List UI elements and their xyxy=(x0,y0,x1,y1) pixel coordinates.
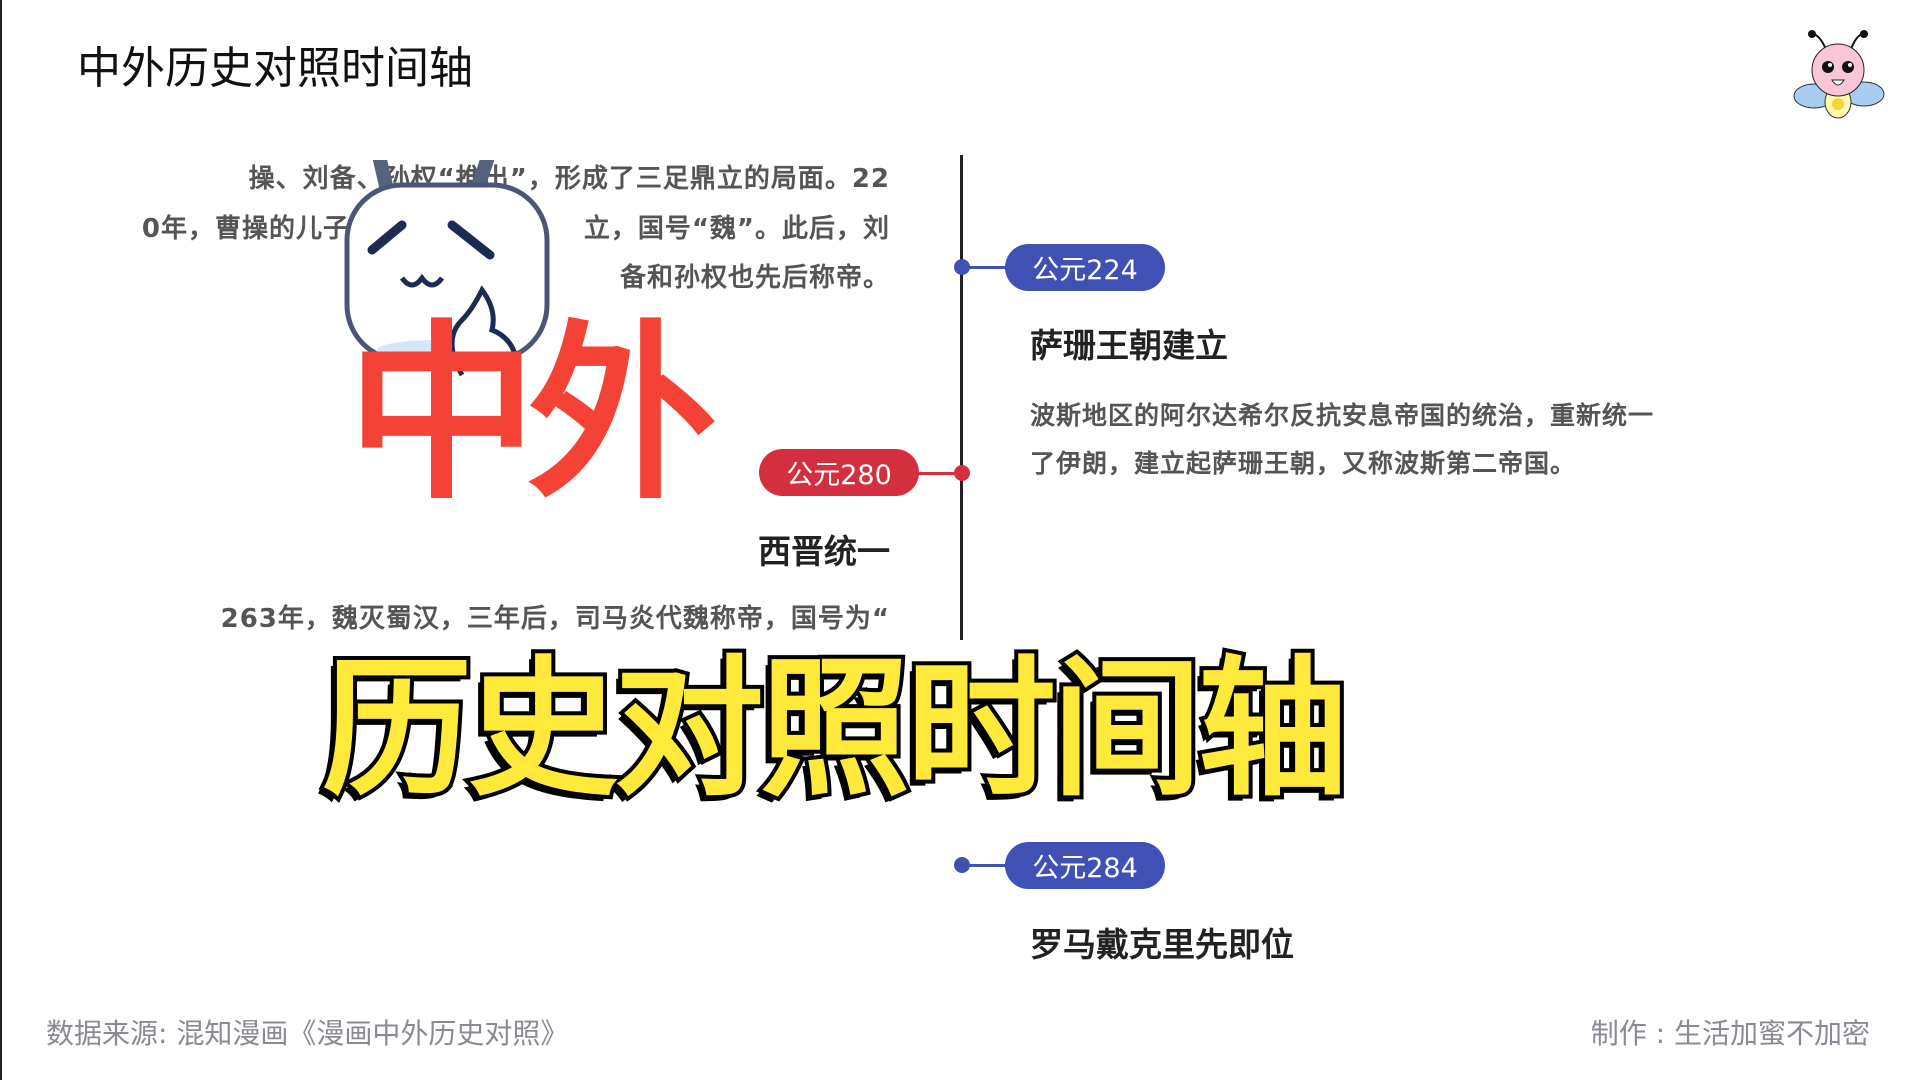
year-badge-284: 公元284 xyxy=(1005,842,1165,889)
year-badge-280: 公元280 xyxy=(759,449,919,496)
event-desc-line: 了伊朗，建立起萨珊王朝，又称波斯第二帝国。 xyxy=(1030,449,1577,478)
event-desc-line: 波斯地区的阿尔达希尔反抗安息帝国的统治，重新统一 xyxy=(1030,401,1655,430)
para-line: 操、刘备、孙权“推出”，形成了三足鼎立的局面。22 xyxy=(248,164,890,194)
para-line: 立，国号“魏”。此后，刘 xyxy=(583,214,890,244)
timeline-dot-284 xyxy=(954,857,970,873)
event-title: 西晋统一 xyxy=(758,532,890,571)
para-line: 备和孙权也先后称帝。 xyxy=(619,263,890,293)
bilibili-tv-mascot-icon xyxy=(342,153,557,384)
data-source: 数据来源: 混知漫画《漫画中外历史对照》 xyxy=(46,1017,569,1050)
author-credit: 制作 : 生活加蜜不加密 xyxy=(1590,1017,1870,1050)
timeline-dot-224 xyxy=(954,259,970,275)
event-title: 萨珊王朝建立 xyxy=(1030,326,1228,365)
page-title: 中外历史对照时间轴 xyxy=(77,43,473,94)
timeline-dot-280 xyxy=(954,465,970,481)
timeline-axis xyxy=(960,155,963,640)
overlay-title-yellow: 历史对照时间轴 xyxy=(318,643,1352,817)
event-desc-line: 263年，魏灭蜀汉，三年后，司马炎代魏称帝，国号为“ xyxy=(220,604,890,634)
year-badge-224: 公元224 xyxy=(1005,244,1165,291)
bee-mascot-icon xyxy=(1792,22,1887,131)
overlay-title-red: 中外 xyxy=(347,304,717,525)
event-title: 罗马戴克里先即位 xyxy=(1030,925,1294,964)
connector xyxy=(914,472,958,475)
para-line: 0年，曹操的儿子 xyxy=(141,214,350,244)
connector xyxy=(964,864,1010,867)
connector xyxy=(964,266,1010,269)
